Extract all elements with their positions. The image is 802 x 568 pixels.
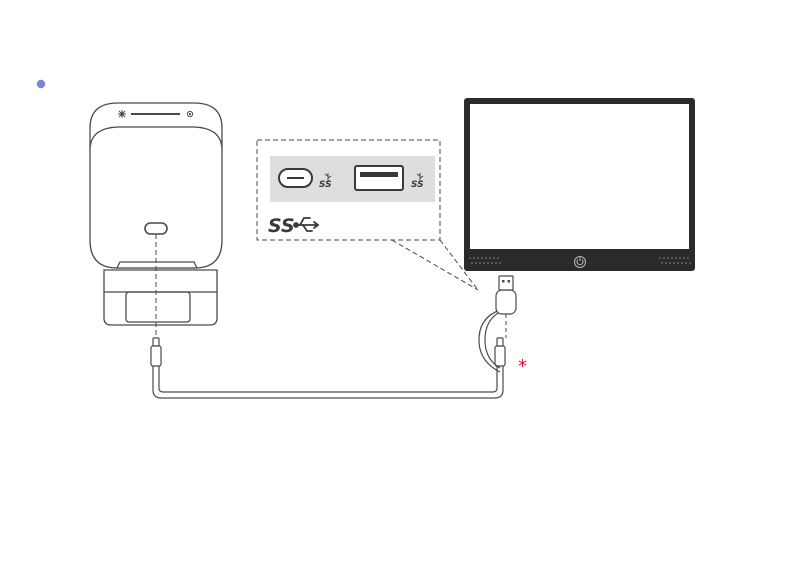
monitor-screen: [470, 104, 689, 249]
cable-left-plug: [151, 346, 161, 366]
usb-a-adapter-body: [496, 290, 516, 314]
cable-right-plug-tip: [497, 338, 503, 346]
fan-icon: [118, 110, 126, 118]
superspeed-label-usb-a: SS: [411, 180, 424, 190]
port-callout: SS SS SS: [257, 140, 440, 240]
cable-left-plug-tip: [153, 338, 159, 346]
usb-a-port: [355, 166, 403, 190]
usb-icon: [294, 218, 318, 231]
superspeed-label-usb-c: SS: [319, 180, 332, 190]
usb-a-plug: [499, 276, 513, 290]
device-usb-c-port: [145, 223, 167, 234]
superspeed-usb-logo: SS: [268, 215, 295, 237]
bullet-dot-icon: [37, 80, 45, 88]
device-stand-hinge: [126, 292, 190, 322]
device-front-tab: [117, 262, 197, 268]
cable-right-plug: [495, 346, 505, 366]
asterisk-mark: *: [518, 356, 527, 377]
monitor: [464, 98, 695, 271]
